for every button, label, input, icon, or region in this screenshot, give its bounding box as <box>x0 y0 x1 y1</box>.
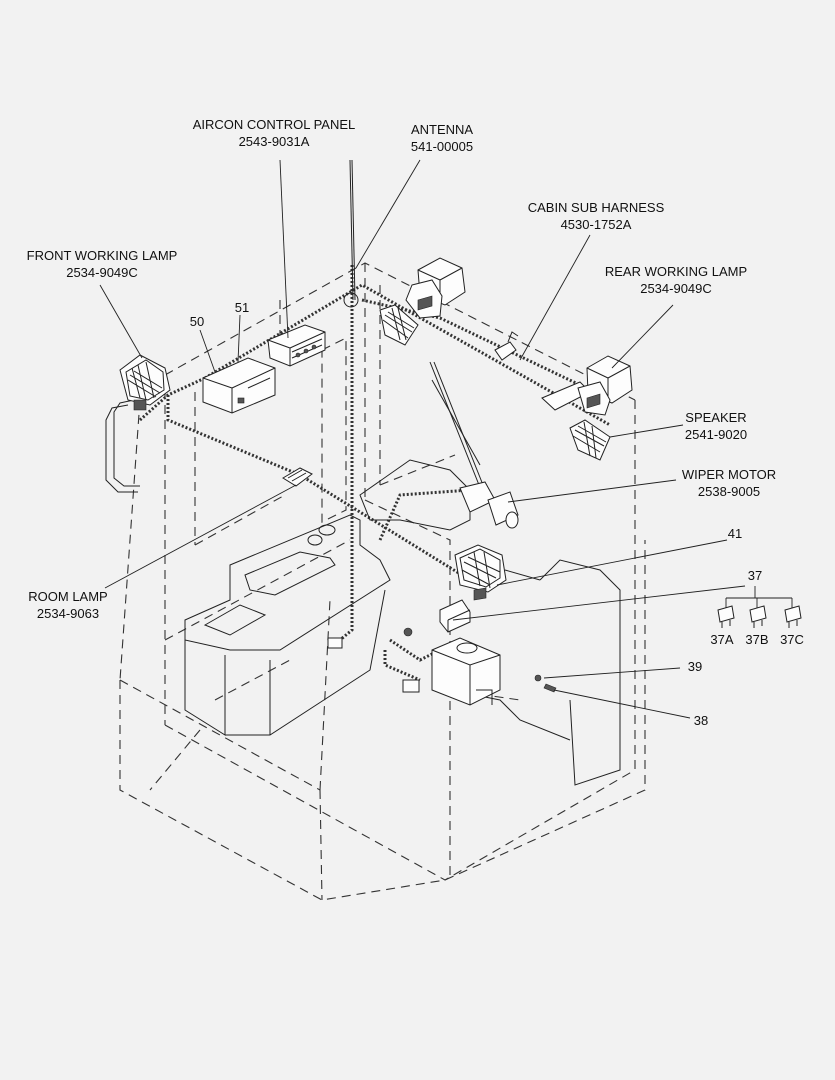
connectors <box>327 627 420 693</box>
callout-39: 39 <box>688 659 702 674</box>
aircon-control-panel-title: AIRCON CONTROL PANEL <box>193 117 356 132</box>
rear-working-lamp-lower <box>541 355 633 416</box>
room-lamp-title: ROOM LAMP <box>28 589 107 604</box>
callout-38: 38 <box>694 713 708 728</box>
callout-front-working-lamp: FRONT WORKING LAMP 2534-9049C <box>27 248 178 280</box>
console <box>184 459 621 786</box>
cabin-sub-harness-title: CABIN SUB HARNESS <box>528 200 665 215</box>
room-lamp-part-number: 2534-9063 <box>37 606 99 621</box>
callout-37: 37 <box>748 568 762 583</box>
aircon-control-panel-part-number: 2543-9031A <box>239 134 310 149</box>
front-working-lamp-part <box>105 354 171 493</box>
callout-cabin-sub-harness: CABIN SUB HARNESS 4530-1752A <box>528 200 665 232</box>
fuse-37a <box>717 605 735 628</box>
callout-50: 50 <box>190 314 204 329</box>
callout-speaker: SPEAKER 2541-9020 <box>685 410 747 442</box>
cabin-sub-harness-part-number: 4530-1752A <box>561 217 632 232</box>
aircon-control-panel-part <box>267 324 326 367</box>
callout-rear-working-lamp: REAR WORKING LAMP 2534-9049C <box>605 264 747 296</box>
radio-50 <box>202 357 276 414</box>
callout-wiper-motor: WIPER MOTOR 2538-9005 <box>682 467 776 499</box>
washer-tank-part <box>431 637 501 706</box>
rear-working-lamp-upper <box>379 257 466 346</box>
callout-37b: 37B <box>745 632 768 647</box>
front-working-lamp-part-number: 2534-9049C <box>66 265 138 280</box>
callout-51: 51 <box>235 300 249 315</box>
front-working-lamp-title: FRONT WORKING LAMP <box>27 248 178 263</box>
center-lamp-part <box>454 544 507 601</box>
wiper-motor-title: WIPER MOTOR <box>682 467 776 482</box>
fuse-37c <box>784 605 802 628</box>
callout-37c: 37C <box>780 632 804 647</box>
callout-aircon-control-panel: AIRCON CONTROL PANEL 2543-9031A <box>193 117 356 149</box>
leader-lines <box>99 159 746 719</box>
bolts <box>534 674 557 693</box>
rear-working-lamp-title: REAR WORKING LAMP <box>605 264 747 279</box>
callout-room-lamp: ROOM LAMP 2534-9063 <box>28 589 107 621</box>
wiper-motor-part-number: 2538-9005 <box>698 484 760 499</box>
callout-antenna: ANTENNA 541-00005 <box>411 122 473 154</box>
speaker-part <box>569 419 611 461</box>
cabin-frame <box>119 262 646 901</box>
fuse-37b <box>749 605 767 628</box>
relay-41 <box>439 599 471 633</box>
callout-41: 41 <box>728 526 742 541</box>
cabin-sub-harness <box>139 265 611 682</box>
speaker-part-number: 2541-9020 <box>685 427 747 442</box>
fuse-set-37 <box>717 586 802 628</box>
callout-37a: 37A <box>710 632 733 647</box>
antenna-title: ANTENNA <box>411 122 473 137</box>
antenna-part-number: 541-00005 <box>411 139 473 154</box>
wiper-motor-part <box>429 361 519 529</box>
room-lamp-part <box>282 467 313 487</box>
rear-working-lamp-part-number: 2534-9049C <box>640 281 712 296</box>
speaker-title: SPEAKER <box>685 410 746 425</box>
antenna-part <box>343 159 359 308</box>
harness-connector-part <box>494 331 519 361</box>
